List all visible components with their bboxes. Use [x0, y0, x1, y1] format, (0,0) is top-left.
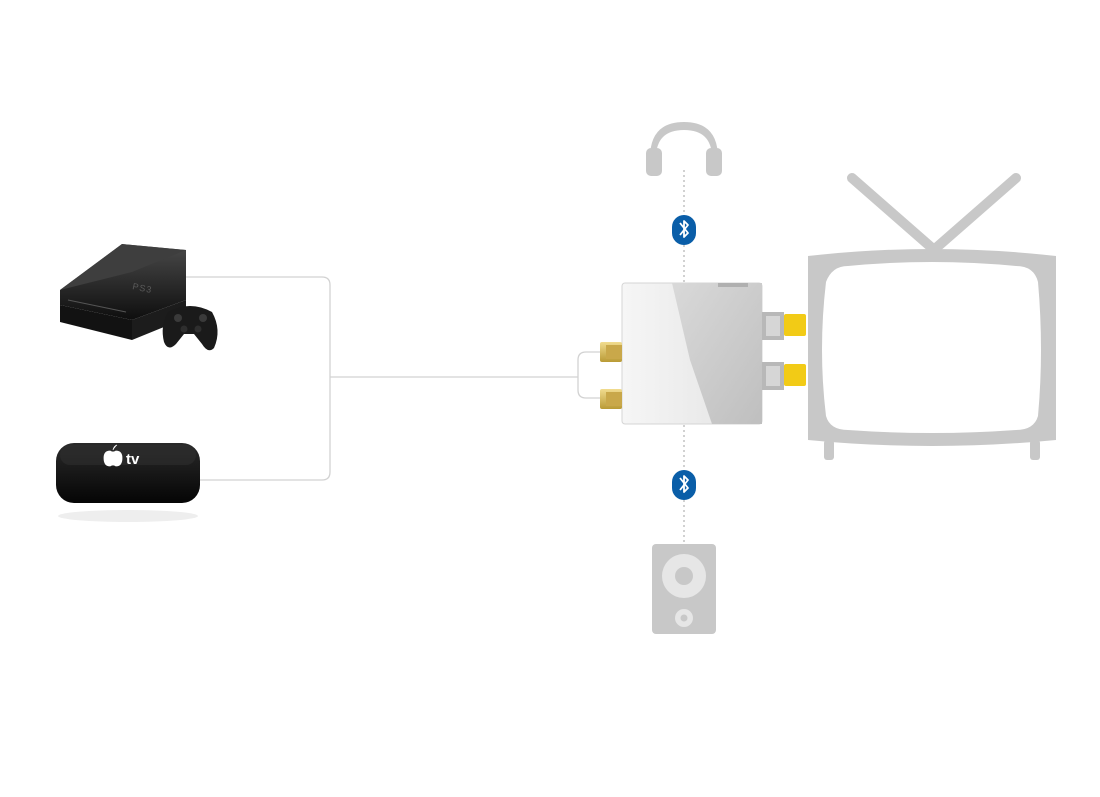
- speaker-icon: [652, 544, 716, 634]
- appletv-cable: [200, 377, 331, 481]
- ps3-cable: [170, 276, 331, 377]
- headphones-icon: [646, 122, 722, 176]
- source-wiring: [170, 276, 600, 481]
- streaming-box-label: tv: [126, 451, 140, 468]
- television-icon: [808, 173, 1056, 460]
- bluetooth-icon-bottom: [672, 470, 696, 500]
- bluetooth-audio-adapter-icon: [600, 282, 806, 425]
- bluetooth-icon-top: [672, 215, 696, 245]
- rca-plugs: [784, 314, 806, 386]
- controller-icon: [162, 306, 218, 351]
- console-label: PS3: [132, 281, 154, 295]
- game-console-icon: PS3: [60, 244, 186, 340]
- rca-output-jacks: [762, 312, 784, 390]
- apple-tv-icon: tv: [56, 443, 200, 522]
- apple-logo-icon: [103, 444, 123, 467]
- rca-input-jacks: [600, 342, 622, 409]
- split-cable: [577, 351, 600, 399]
